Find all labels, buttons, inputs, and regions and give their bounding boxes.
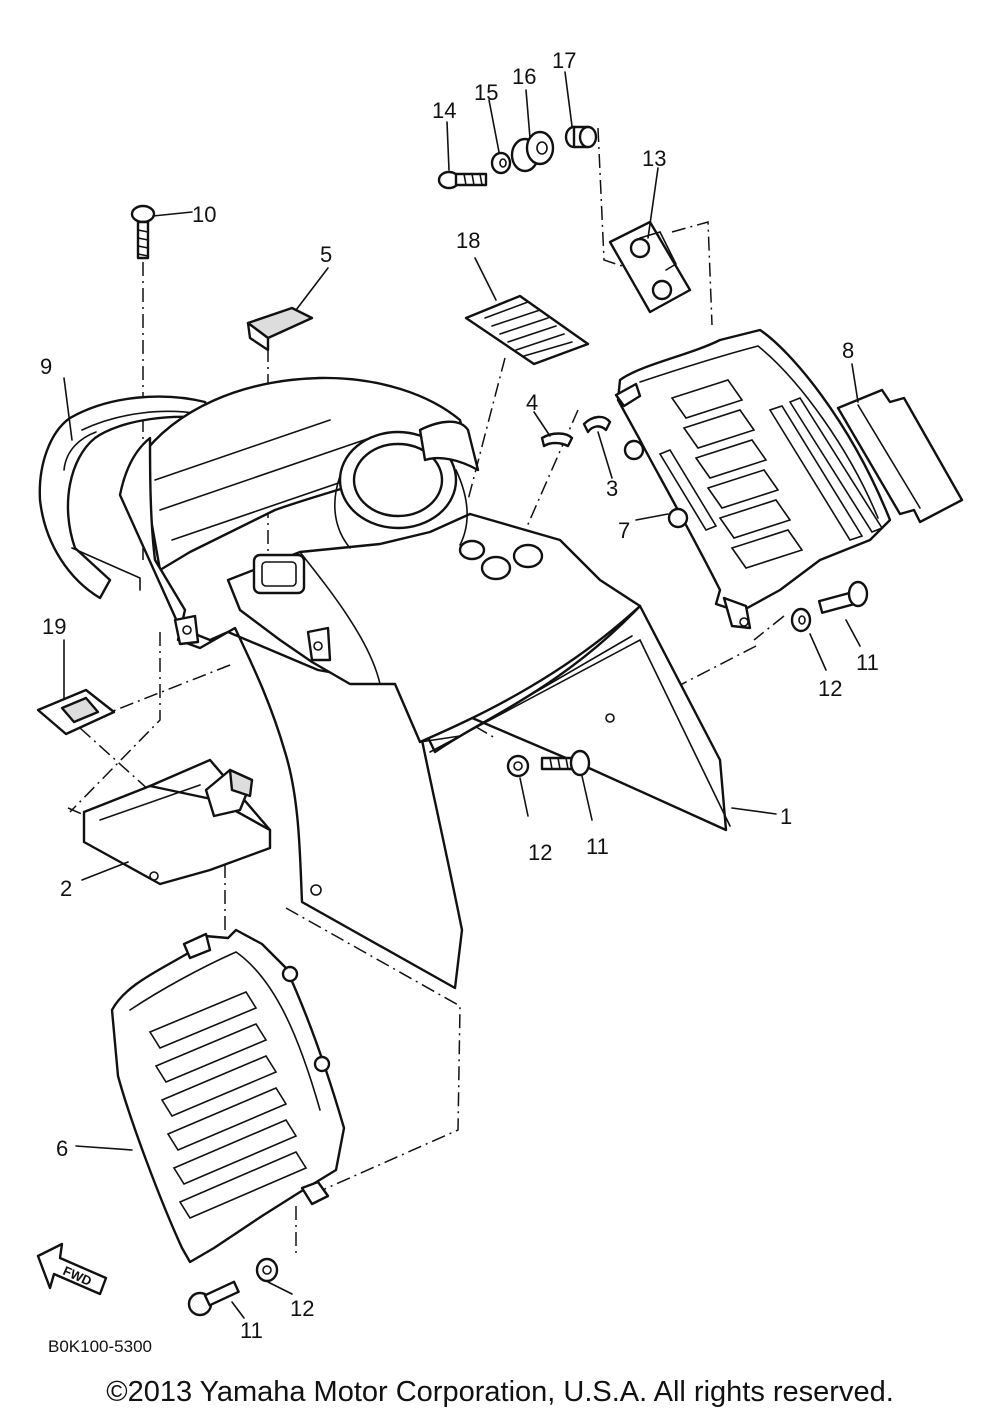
bracket-13[interactable] bbox=[608, 220, 692, 314]
bolt-11-center[interactable] bbox=[540, 749, 591, 777]
screw-10[interactable] bbox=[130, 204, 156, 260]
pad-19[interactable] bbox=[36, 688, 116, 736]
callout-16: 16 bbox=[512, 64, 536, 89]
copyright-notice: ©2013 Yamaha Motor Corporation, U.S.A. A… bbox=[106, 1376, 894, 1408]
forward-arrow-icon: FWD bbox=[36, 1242, 108, 1296]
callout-11-right: 11 bbox=[856, 650, 879, 675]
bolt-11-right[interactable] bbox=[817, 580, 869, 614]
callout-17: 17 bbox=[552, 48, 576, 73]
callout-11-center: 11 bbox=[586, 834, 609, 859]
main-cover-1[interactable] bbox=[118, 376, 731, 990]
callout-7: 7 bbox=[618, 518, 630, 543]
callout-3: 3 bbox=[606, 476, 618, 501]
callout-5: 5 bbox=[320, 242, 332, 267]
washer-15[interactable] bbox=[490, 151, 512, 175]
side-shield-9[interactable] bbox=[38, 395, 217, 600]
callout-10: 10 bbox=[192, 202, 216, 227]
rubber-boot-5[interactable] bbox=[246, 306, 314, 352]
washer-12-bottom[interactable] bbox=[255, 1257, 279, 1283]
washer-12-right[interactable] bbox=[790, 607, 812, 633]
clip-4[interactable] bbox=[540, 432, 574, 448]
callout-9: 9 bbox=[40, 354, 52, 379]
side-panel-7[interactable] bbox=[614, 328, 892, 630]
callout-15: 15 bbox=[474, 80, 498, 105]
bolt-11-bottom[interactable] bbox=[187, 1280, 240, 1317]
callout-labels: 1 2 3 4 5 6 7 8 9 10 11 11 11 12 12 12 1… bbox=[40, 48, 879, 1343]
callout-11-bottom: 11 bbox=[240, 1318, 263, 1343]
callout-14: 14 bbox=[432, 98, 456, 123]
switch-housing-2[interactable] bbox=[82, 758, 272, 886]
washer-12-center[interactable] bbox=[506, 754, 530, 778]
callout-19: 19 bbox=[42, 614, 66, 639]
decal-18[interactable] bbox=[464, 294, 590, 366]
clip-3[interactable] bbox=[582, 415, 612, 434]
callout-12-center: 12 bbox=[528, 840, 552, 865]
grommet-16[interactable] bbox=[510, 130, 555, 173]
collar-17[interactable] bbox=[564, 125, 598, 149]
callout-12-right: 12 bbox=[818, 676, 842, 701]
callout-2: 2 bbox=[60, 876, 72, 901]
seal-strip-8[interactable] bbox=[836, 388, 964, 524]
callout-18: 18 bbox=[456, 228, 480, 253]
callout-8: 8 bbox=[842, 338, 854, 363]
leader-lines bbox=[63, 71, 861, 1319]
callout-6: 6 bbox=[56, 1136, 68, 1161]
side-panel-6[interactable] bbox=[110, 928, 346, 1264]
callout-12-bottom: 12 bbox=[290, 1296, 314, 1321]
bolt-14[interactable] bbox=[437, 170, 488, 190]
callout-13: 13 bbox=[642, 146, 666, 171]
diagram-part-code: B0K100-5300 bbox=[48, 1337, 152, 1356]
callout-1: 1 bbox=[780, 804, 792, 829]
callout-4: 4 bbox=[526, 390, 538, 415]
